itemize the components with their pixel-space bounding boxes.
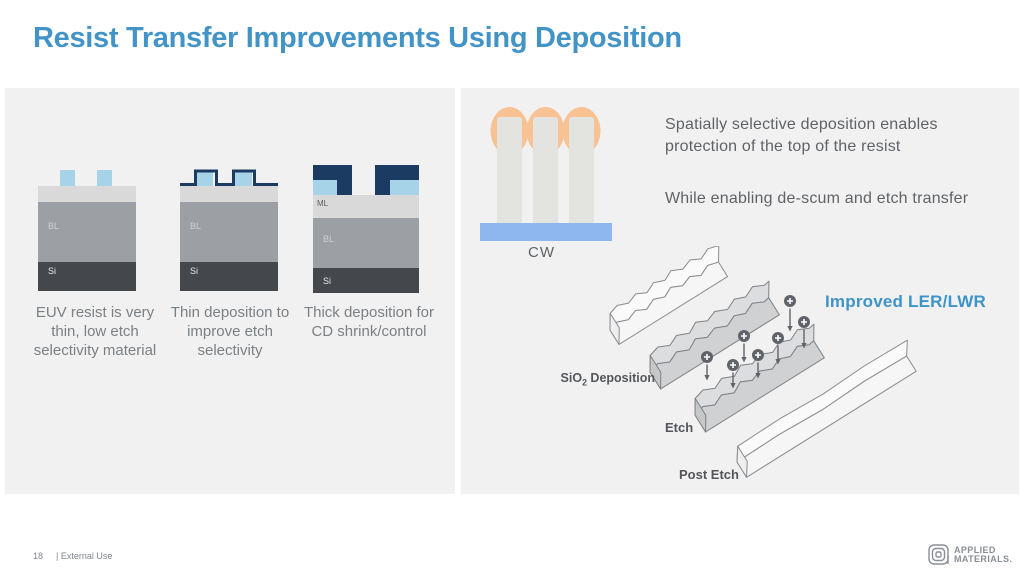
ion-plus-icon <box>701 351 713 381</box>
thick-deposition-sidewall <box>375 180 390 195</box>
stack-diagram-thin-dep: BL Si <box>180 169 278 291</box>
diagram-caption: Thin deposition to improve etch selectiv… <box>170 304 290 359</box>
resist-block <box>313 180 337 195</box>
slide-title: Resist Transfer Improvements Using Depos… <box>33 22 682 54</box>
thick-deposition-sidewall <box>337 180 352 195</box>
ion-plus-icon <box>798 316 810 349</box>
ion-plus-icon <box>772 332 784 365</box>
si-label: Si <box>323 276 331 286</box>
bl-label: BL <box>323 234 334 244</box>
resist-block <box>235 172 252 186</box>
cw-substrate-bar <box>480 223 612 241</box>
pillar-diagram <box>480 107 612 241</box>
ion-bombardment-icons <box>701 295 810 389</box>
cw-label: CW <box>528 244 555 261</box>
process-flow-diagram <box>609 246 917 478</box>
deposition-text: Spatially selective deposition enables p… <box>665 116 938 155</box>
hardmask-layer <box>38 186 136 202</box>
si-layer <box>180 262 278 291</box>
bl-layer <box>38 202 136 262</box>
rough-resist-bar <box>609 246 729 345</box>
thick-deposition-cap <box>375 165 419 180</box>
bl-layer <box>180 202 278 262</box>
sio2-deposition-bar <box>649 280 780 390</box>
ion-plus-icon <box>727 359 739 389</box>
si-layer <box>313 268 419 293</box>
ion-plus-icon <box>752 349 764 379</box>
bl-label: BL <box>48 221 59 231</box>
logo-mark-icon <box>928 544 949 565</box>
thin-deposition-liner <box>180 169 278 186</box>
etch-bar <box>694 323 825 433</box>
descum-text: While enabling de-scum and etch transfer <box>665 190 969 207</box>
resist-pillar <box>569 117 594 226</box>
resist-block <box>60 170 75 186</box>
post-etch-label: Post Etch <box>679 467 739 482</box>
si-layer <box>38 262 136 291</box>
external-use-label: | External Use <box>56 551 113 561</box>
resist-block <box>390 180 419 195</box>
diagram-caption: EUV resist is very thin, low etch select… <box>33 304 157 359</box>
ler-lwr-highlight: Improved LER/LWR <box>825 292 986 311</box>
resist-block <box>97 170 112 186</box>
stack-diagram-euv: BL Si <box>38 170 136 291</box>
logo-text: APPLIED MATERIALS. <box>954 544 1013 564</box>
applied-materials-logo: APPLIED MATERIALS. <box>928 544 1012 566</box>
stack-diagram-thick-dep: ML BL Si <box>313 165 419 293</box>
sio2-deposition-label: SiO2 Deposition <box>560 371 655 388</box>
thick-deposition-cap <box>313 165 352 180</box>
si-label: Si <box>48 266 56 276</box>
resist-pillar <box>497 117 522 226</box>
resist-block <box>197 172 213 186</box>
ion-plus-icon <box>738 330 750 363</box>
bl-layer <box>313 218 419 268</box>
post-etch-bar <box>736 339 917 478</box>
resist-pillar <box>533 117 558 226</box>
bl-label: BL <box>190 221 201 231</box>
hardmask-layer <box>180 186 278 202</box>
etch-label: Etch <box>665 420 694 435</box>
si-label: Si <box>190 266 198 276</box>
ml-layer <box>313 195 419 218</box>
ion-plus-icon <box>784 295 796 332</box>
page-number: 18 <box>33 551 44 561</box>
diagram-caption: Thick deposition for CD shrink/control <box>303 304 435 340</box>
ml-label: ML <box>317 199 329 208</box>
